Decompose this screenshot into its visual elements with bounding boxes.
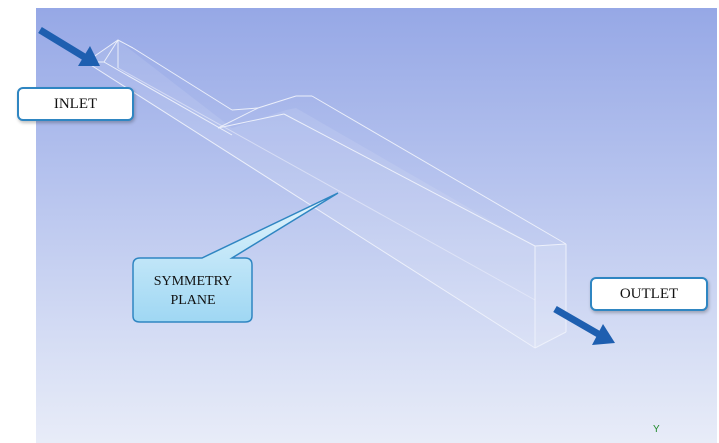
symmetry-plane-label: SYMMETRY PLANE <box>134 260 252 322</box>
symmetry-label-line2: PLANE <box>170 293 216 308</box>
axis-y-label: Y <box>653 424 660 435</box>
inlet-label: INLET <box>17 87 134 121</box>
symmetry-label-line1: SYMMETRY <box>153 274 233 289</box>
duct-edges <box>85 39 567 349</box>
duct-outlet-face <box>535 244 566 348</box>
inlet-label-text: INLET <box>53 95 98 112</box>
outlet-label: OUTLET <box>590 277 708 311</box>
symmetry-plane-callout <box>132 192 339 323</box>
duct-side-face <box>86 40 535 348</box>
outlet-label-text: OUTLET <box>619 285 679 302</box>
outlet-arrow-icon <box>553 305 615 345</box>
inlet-arrow-icon <box>38 27 100 66</box>
graphics-viewport[interactable] <box>36 8 717 443</box>
